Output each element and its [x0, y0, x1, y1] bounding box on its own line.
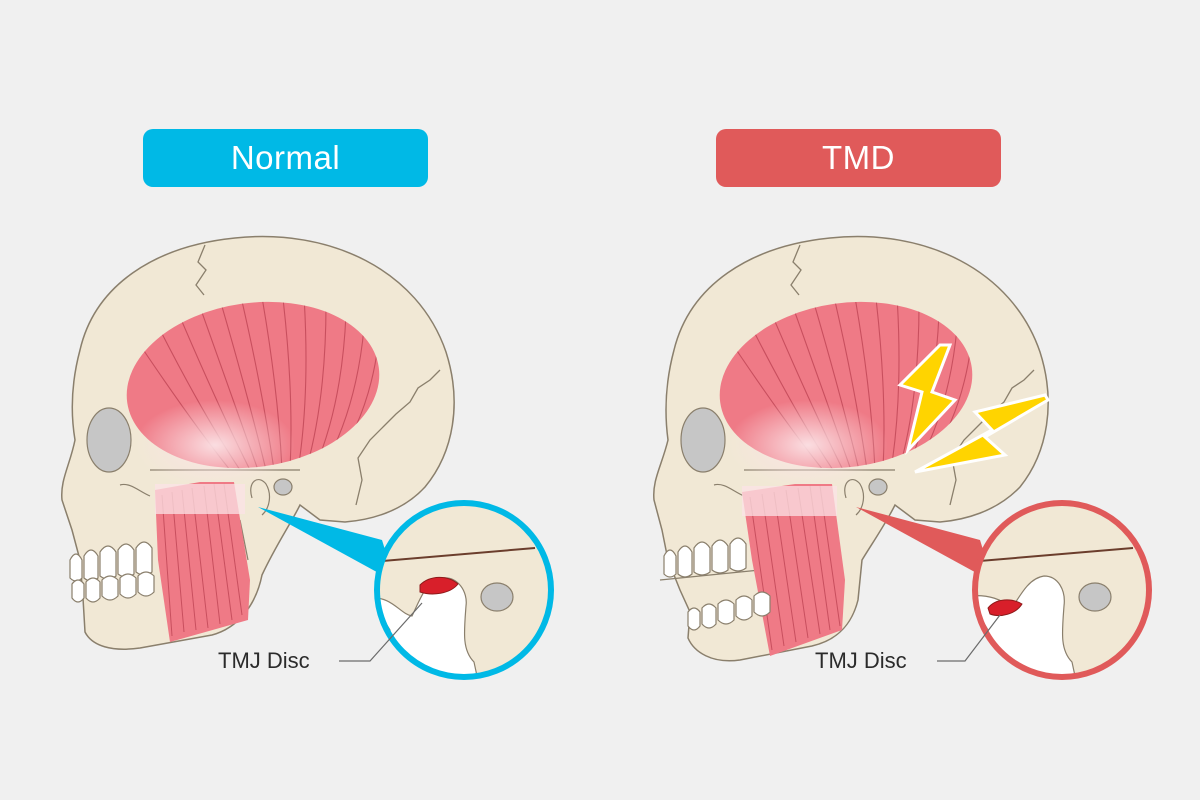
normal-temporalis-muscle: [126, 286, 389, 490]
normal-callout-pointer: [258, 507, 395, 582]
normal-title-badge: Normal: [143, 129, 428, 187]
orbit: [680, 407, 726, 473]
lightning-bolt-icon: [897, 343, 958, 456]
tmd-leader-line: [937, 614, 1001, 662]
normal-leader-line: [339, 602, 423, 662]
normal-masseter-muscle: [155, 482, 250, 642]
normal-tmj-inset: [374, 500, 554, 680]
normal-teeth: [69, 541, 155, 603]
lightning-bolt-icon: [914, 393, 1051, 474]
tmd-tmj-disc: [987, 599, 1023, 617]
normal-disc-label: TMJ Disc: [218, 648, 310, 673]
normal-title: Normal: [230, 139, 341, 176]
normal-tmj-disc: [419, 576, 459, 595]
tmd-tmj-inset: [972, 500, 1152, 680]
orbit: [86, 407, 132, 473]
tmd-teeth: [663, 537, 771, 631]
tmd-title: TMD: [822, 139, 895, 176]
tmd-disc-label: TMJ Disc: [815, 648, 907, 673]
tmd-title-badge: TMD: [716, 129, 1001, 187]
tmd-temporalis-muscle: [719, 286, 982, 490]
tmd-callout-pointer: [856, 507, 993, 582]
